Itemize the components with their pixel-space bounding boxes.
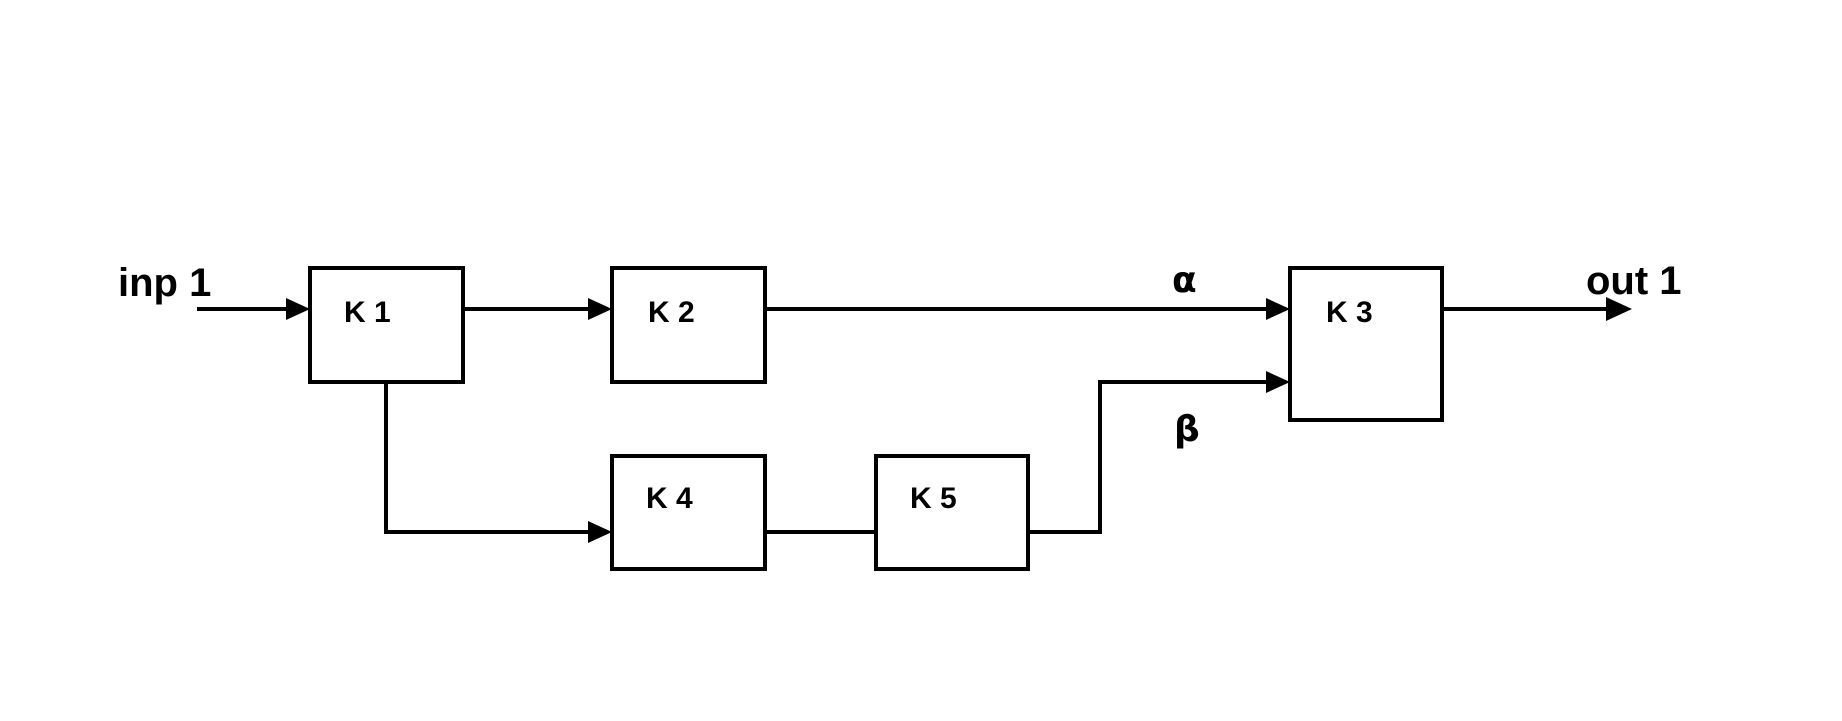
block-k1: K 1: [308, 266, 465, 384]
arrowhead-k3-beta-input: [1266, 371, 1290, 393]
block-k3: K 3: [1288, 266, 1444, 422]
block-k3-box: [1288, 266, 1444, 422]
arrowhead-k2-input: [588, 298, 612, 320]
arrowhead-k1-input: [286, 298, 310, 320]
signal-alpha-label: α: [1172, 260, 1197, 301]
signal-beta-label: β: [1174, 409, 1200, 450]
block-k4-box: [610, 454, 767, 571]
block-k2-label: K 2: [648, 296, 695, 329]
arrowhead-k3-alpha-input: [1266, 298, 1290, 320]
wire-k5-to-k3-beta: [1028, 380, 1270, 534]
block-k4: K 4: [610, 454, 767, 571]
block-k3-label: K 3: [1326, 296, 1373, 329]
input-label: inp 1: [118, 261, 211, 305]
block-k5: K 5: [874, 454, 1030, 571]
block-k1-label: K 1: [344, 296, 391, 329]
arrowhead-k4-input: [588, 521, 612, 543]
block-k5-box: [874, 454, 1030, 571]
arrowhead-output: [1606, 297, 1632, 321]
block-k2-box: [610, 266, 767, 384]
block-k4-label: K 4: [646, 482, 693, 515]
output-label: out 1: [1586, 259, 1682, 303]
wire-k1-to-k4: [384, 382, 592, 534]
block-k2: K 2: [610, 266, 767, 384]
block-k5-label: K 5: [910, 482, 957, 515]
